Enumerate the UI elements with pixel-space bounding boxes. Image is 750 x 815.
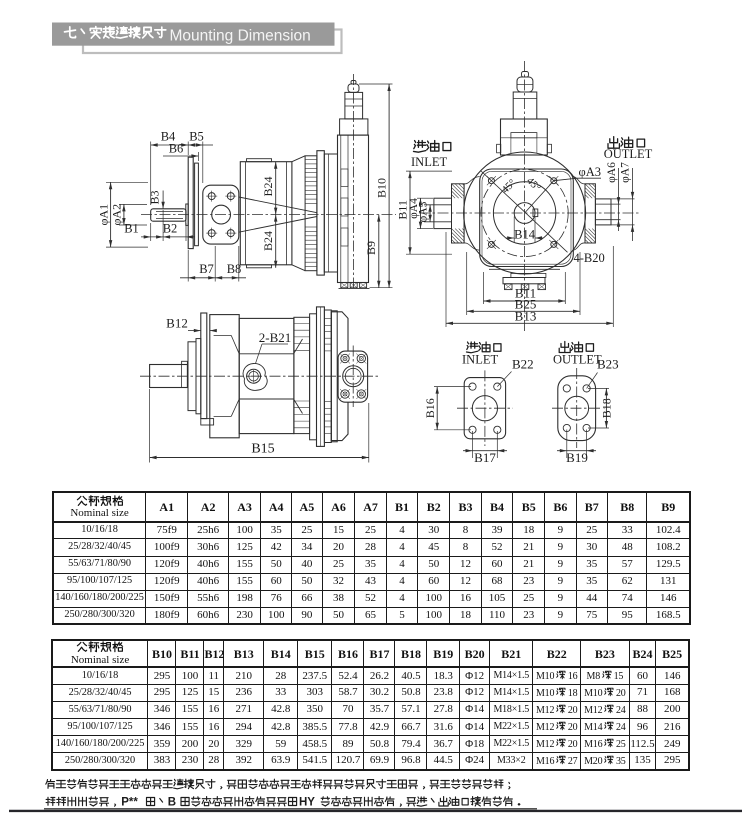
svg-text:4-B20: 4-B20 <box>574 251 605 265</box>
svg-text:φA3: φA3 <box>579 165 602 179</box>
svg-text:φA4: φA4 <box>408 198 420 219</box>
svg-text:B12: B12 <box>166 316 188 331</box>
svg-text:B2: B2 <box>163 221 178 235</box>
svg-text:B16: B16 <box>423 398 437 418</box>
svg-text:B10: B10 <box>374 178 388 198</box>
svg-text:B: B <box>168 797 176 809</box>
svg-text:B24: B24 <box>261 231 275 251</box>
svg-text:OUTLET: OUTLET <box>604 147 653 161</box>
svg-text:φA5: φA5 <box>418 201 430 222</box>
svg-text:B9: B9 <box>364 241 378 255</box>
svg-text:OUTLET: OUTLET <box>553 353 602 367</box>
svg-text:φA7: φA7 <box>620 162 632 183</box>
svg-text:B15: B15 <box>251 441 274 456</box>
svg-text:B22: B22 <box>512 357 534 372</box>
svg-text:φA6: φA6 <box>606 162 618 183</box>
svg-text:HY: HY <box>299 797 315 809</box>
svg-text:B3: B3 <box>148 190 162 204</box>
svg-text:B18: B18 <box>600 398 614 418</box>
svg-text:B6: B6 <box>169 142 184 156</box>
svg-text:B7: B7 <box>199 262 214 276</box>
svg-text:B8: B8 <box>227 262 242 276</box>
svg-text:B14: B14 <box>514 228 536 242</box>
svg-text:B11: B11 <box>395 200 409 220</box>
svg-text:B4: B4 <box>161 130 176 144</box>
svg-text:B5: B5 <box>189 130 204 144</box>
svg-text:INLET: INLET <box>411 155 447 169</box>
svg-text:45°: 45° <box>524 176 542 194</box>
svg-text:B13: B13 <box>515 309 537 324</box>
svg-text:45°: 45° <box>500 178 518 196</box>
svg-text:P**: P** <box>121 797 138 809</box>
svg-text:Mounting Dimension: Mounting Dimension <box>170 27 311 44</box>
svg-text:B17: B17 <box>474 450 496 465</box>
svg-text:φA2: φA2 <box>110 204 124 226</box>
svg-text:B23: B23 <box>597 357 619 372</box>
svg-text:B11: B11 <box>515 285 536 300</box>
svg-text:B1: B1 <box>124 221 139 235</box>
svg-text:INLET: INLET <box>462 353 498 367</box>
svg-text:2-B21: 2-B21 <box>259 330 292 345</box>
svg-text:B24: B24 <box>261 176 275 196</box>
svg-text:B25: B25 <box>515 296 537 311</box>
svg-text:B19: B19 <box>566 450 588 465</box>
svg-text:φA1: φA1 <box>96 204 110 226</box>
